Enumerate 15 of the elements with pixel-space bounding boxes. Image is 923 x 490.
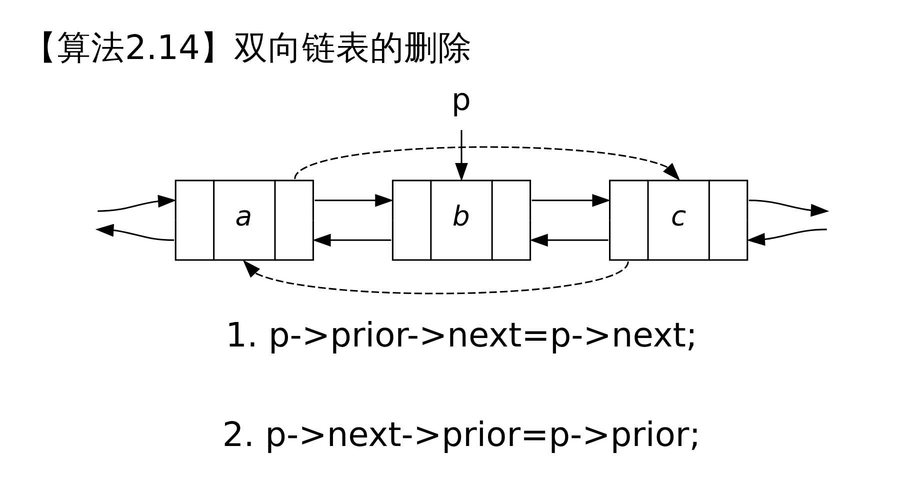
arrow — [314, 193, 394, 206]
arrow — [242, 259, 629, 294]
diagram-title: 【算法2.14】双向链表的删除 — [23, 28, 472, 67]
label: 2. p->next->prior=p->prior; — [222, 414, 701, 454]
arrow — [530, 233, 608, 246]
arrow — [455, 130, 468, 181]
arrow — [746, 228, 827, 246]
arrow — [294, 146, 680, 180]
arrow — [748, 199, 830, 216]
node-text: p — [452, 82, 471, 118]
arrow — [532, 193, 611, 206]
arrow — [98, 194, 176, 212]
label: 1. p->prior->next=p->next; — [226, 315, 698, 354]
arrow — [95, 223, 174, 240]
arrow — [312, 233, 392, 246]
